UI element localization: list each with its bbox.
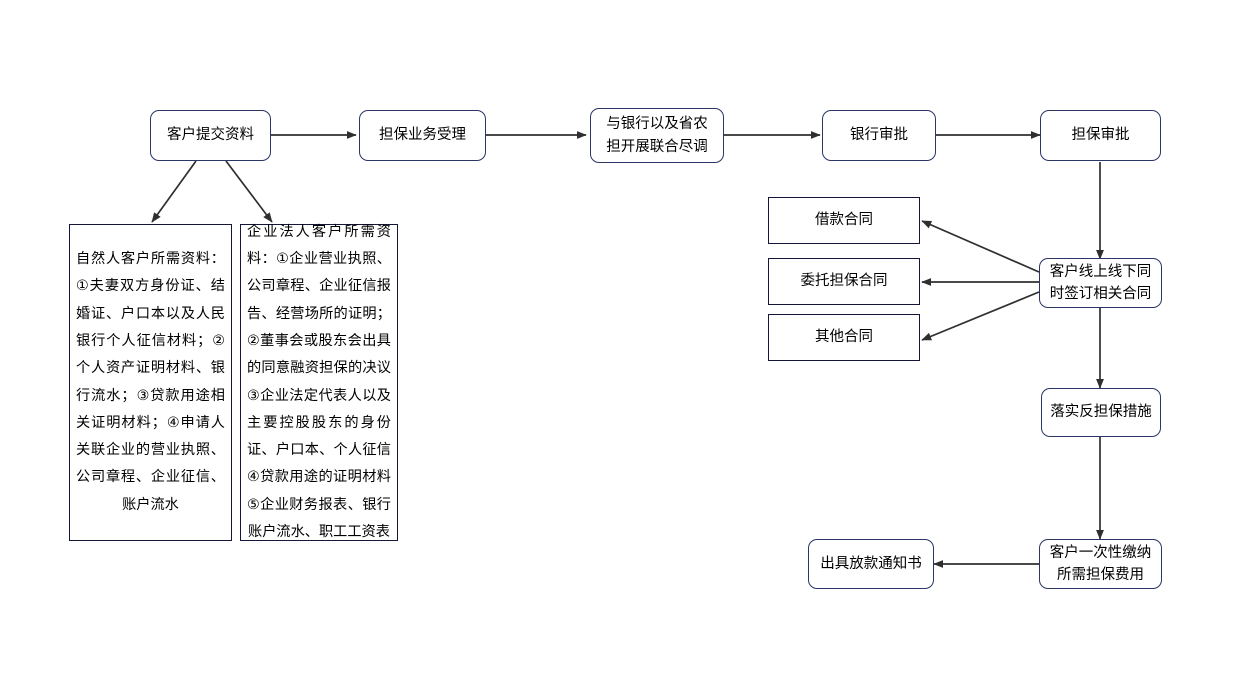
node-guarantee-approval[interactable]: 担保审批 — [1040, 110, 1161, 161]
node-submit-materials[interactable]: 客户提交资料 — [150, 110, 271, 161]
node-sign-contracts[interactable]: 客户线上线下同 时签订相关合同 — [1039, 258, 1162, 308]
textbox-enterprise-materials-text: 企业法人客户所需资料：①企业营业执照、公司章程、企业征信报告、经营场所的证明；②… — [247, 223, 391, 540]
node-pay-fee[interactable]: 客户一次性缴纳 所需担保费用 — [1039, 539, 1162, 589]
node-issue-notice-label: 出具放款通知书 — [820, 555, 922, 572]
textbox-natural-person-materials-text: 自然人客户所需资料：①夫妻双方身份证、结婚证、户口本以及人民银行个人征信材料；②… — [76, 251, 225, 513]
node-joint-due-diligence-label: 与银行以及省农 担开展联合尽调 — [606, 116, 708, 155]
edge-sign-to-other-contract — [921, 291, 1040, 341]
node-entrust-guarantee-contract-label: 委托担保合同 — [800, 273, 888, 290]
node-submit-materials-label: 客户提交资料 — [167, 127, 254, 144]
node-issue-notice[interactable]: 出具放款通知书 — [808, 539, 934, 589]
node-counter-guarantee-label: 落实反担保措施 — [1050, 404, 1152, 421]
node-loan-contract-label: 借款合同 — [815, 212, 873, 229]
node-guarantee-acceptance[interactable]: 担保业务受理 — [359, 110, 486, 161]
node-bank-approval[interactable]: 银行审批 — [822, 110, 936, 161]
node-guarantee-approval-label: 担保审批 — [1071, 127, 1130, 144]
node-pay-fee-label: 客户一次性缴纳 所需担保费用 — [1049, 544, 1152, 583]
node-counter-guarantee[interactable]: 落实反担保措施 — [1041, 388, 1161, 437]
node-other-contract[interactable]: 其他合同 — [768, 314, 920, 361]
edge-sign-to-loan-contract — [921, 220, 1040, 273]
textbox-natural-person-materials: 自然人客户所需资料：①夫妻双方身份证、结婚证、户口本以及人民银行个人征信材料；②… — [69, 224, 232, 541]
node-guarantee-acceptance-label: 担保业务受理 — [379, 127, 466, 144]
edge-submit-to-enterprise-box — [225, 160, 273, 223]
node-other-contract-label: 其他合同 — [815, 329, 873, 346]
node-loan-contract[interactable]: 借款合同 — [768, 197, 920, 244]
node-joint-due-diligence[interactable]: 与银行以及省农 担开展联合尽调 — [590, 108, 724, 163]
edge-submit-to-natural-person-box — [151, 160, 197, 223]
node-sign-contracts-label: 客户线上线下同 时签订相关合同 — [1049, 263, 1152, 302]
node-entrust-guarantee-contract[interactable]: 委托担保合同 — [768, 258, 920, 305]
textbox-enterprise-materials: 企业法人客户所需资料：①企业营业执照、公司章程、企业征信报告、经营场所的证明；②… — [240, 224, 398, 541]
node-bank-approval-label: 银行审批 — [850, 127, 908, 144]
